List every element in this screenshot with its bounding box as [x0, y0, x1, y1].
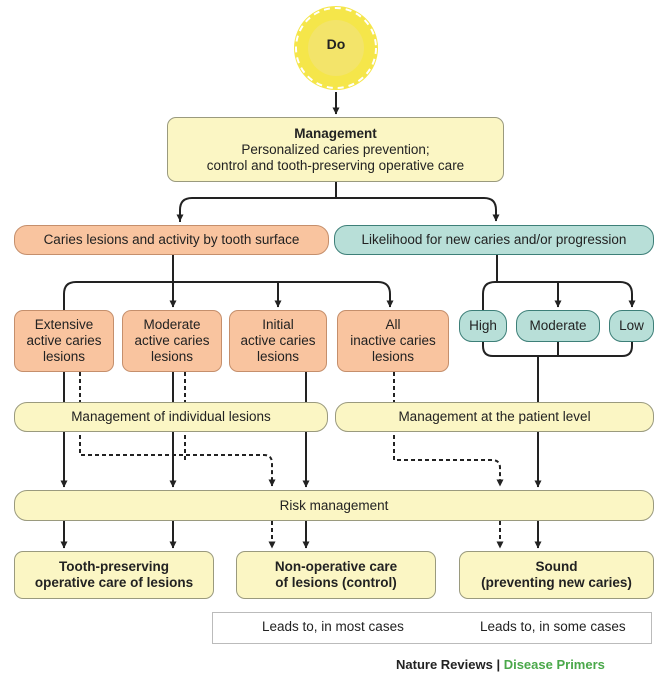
footer-series: Disease Primers — [503, 657, 605, 672]
legend-solid-label: Leads to, in most cases — [262, 619, 404, 634]
outcome-sound: Sound (preventing new caries) — [459, 551, 654, 599]
footer-separator: | — [492, 657, 504, 672]
lesion-initial: Initial active caries lesions — [229, 310, 327, 372]
lesion-moderate: Moderate active caries lesions — [122, 310, 222, 372]
management-patient: Management at the patient level — [335, 402, 654, 432]
management-box: Management Personalized caries preventio… — [167, 117, 504, 182]
management-title: Management — [294, 125, 377, 141]
lesion-inactive: All inactive caries lesions — [337, 310, 449, 372]
likelihood-moderate: Moderate — [516, 310, 600, 342]
branch-likelihood: Likelihood for new caries and/or progres… — [334, 225, 654, 255]
start-label: Do — [326, 36, 346, 52]
management-individual: Management of individual lesions — [14, 402, 328, 432]
branch-caries-lesions: Caries lesions and activity by tooth sur… — [14, 225, 329, 255]
legend — [212, 612, 652, 644]
legend-dashed-label: Leads to, in some cases — [480, 619, 626, 634]
likelihood-high: High — [459, 310, 507, 342]
sun-icon — [294, 6, 378, 90]
management-text: Personalized caries prevention; control … — [206, 141, 465, 173]
footer-credit: Nature Reviews | Disease Primers — [396, 657, 605, 672]
likelihood-low: Low — [609, 310, 654, 342]
outcome-operative: Tooth-preserving operative care of lesio… — [14, 551, 214, 599]
risk-management: Risk management — [14, 490, 654, 521]
outcome-non-operative: Non-operative care of lesions (control) — [236, 551, 436, 599]
footer-journal: Nature Reviews — [396, 657, 493, 672]
lesion-extensive: Extensive active caries lesions — [14, 310, 114, 372]
